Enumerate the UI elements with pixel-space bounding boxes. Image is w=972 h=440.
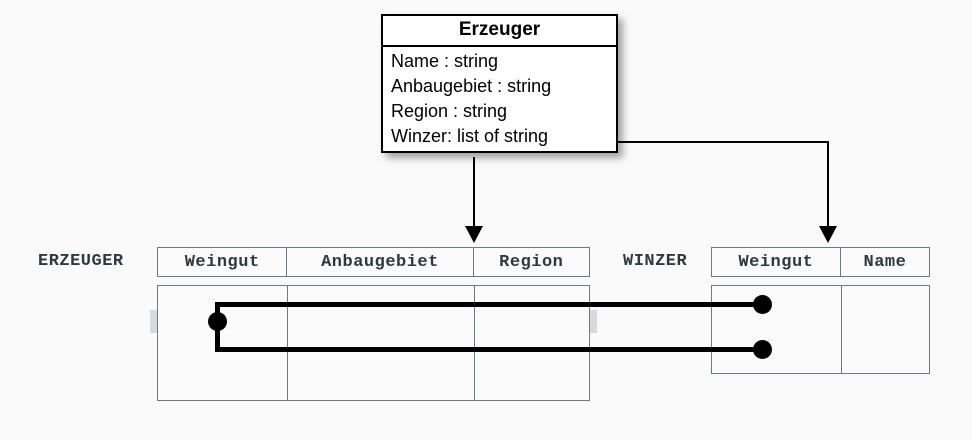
column-header-name: Name — [863, 252, 907, 272]
table-cell — [842, 286, 929, 316]
association-horizontal-upper — [215, 302, 767, 307]
table-cell — [712, 286, 842, 316]
association-dot-winzer-lower — [753, 340, 772, 359]
column-header-weingut: Weingut — [158, 248, 288, 276]
column-header-anbaugebiet: Anbaugebiet — [287, 248, 474, 276]
table-header-erzeuger: Weingut Anbaugebiet Region — [157, 247, 590, 277]
winzer-connector-vertical — [827, 141, 829, 228]
table-cell — [158, 367, 288, 400]
table-cell — [158, 311, 288, 334]
table-label-winzer: WINZER — [623, 252, 688, 271]
table-row — [158, 367, 589, 400]
association-dot-winzer-upper — [753, 295, 772, 314]
table-row — [158, 311, 589, 334]
table-row — [712, 286, 929, 316]
table-cell — [475, 286, 589, 311]
table-cell — [712, 316, 842, 344]
table-cell — [158, 286, 288, 311]
table-cell — [288, 286, 475, 311]
winzer-arrow-head-icon — [819, 226, 837, 243]
winzer-connector-horizontal — [601, 141, 829, 143]
table-cell — [842, 344, 929, 373]
association-dot-erzeuger — [208, 312, 227, 331]
table-body-winzer — [711, 285, 930, 374]
table-row — [158, 286, 589, 311]
table-header-winzer: Weingut Name — [711, 247, 930, 277]
uml-attribute: Anbaugebiet : string — [391, 76, 552, 96]
uml-attribute: Name : string — [391, 51, 499, 71]
table-cell — [842, 316, 929, 344]
erzeuger-arrow-head-icon — [465, 226, 483, 243]
column-header-region: Region — [499, 252, 564, 272]
table-cell — [712, 344, 842, 373]
table-cell — [475, 311, 589, 334]
table-cell — [288, 367, 475, 400]
table-cell — [475, 367, 589, 400]
uml-attribute: Winzer: list of string — [391, 126, 549, 146]
uml-attribute-list: Name : string Anbaugebiet : string Regio… — [383, 47, 616, 151]
uml-class-name: Erzeuger — [383, 16, 616, 47]
table-row — [712, 316, 929, 344]
erzeuger-connector-vertical — [473, 157, 475, 228]
uml-attribute: Region : string — [391, 101, 508, 121]
column-header-weingut: Weingut — [712, 248, 841, 276]
table-cell — [288, 311, 475, 334]
association-horizontal-lower — [215, 347, 767, 352]
table-label-erzeuger: ERZEUGER — [38, 252, 124, 271]
table-row — [712, 344, 929, 373]
uml-class-erzeuger: Erzeuger Name : string Anbaugebiet : str… — [381, 14, 618, 153]
